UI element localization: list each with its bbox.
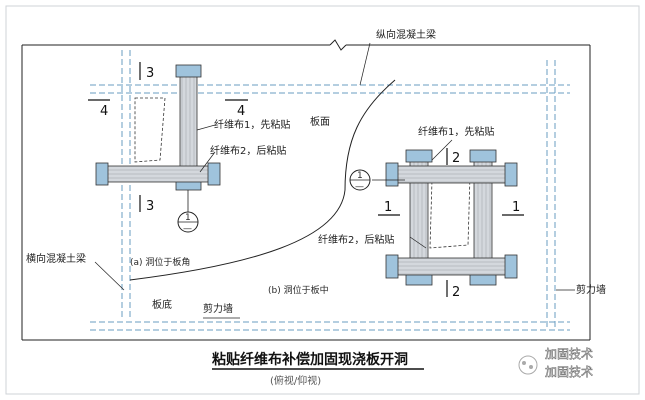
fiber-strip-b-horizontal-top [385, 162, 518, 187]
slab-outline [21, 39, 591, 341]
drawing-subtitle: (俯视/仰视) [270, 374, 321, 387]
detail-b-top: 1 [357, 171, 363, 181]
leader-transverse [94, 261, 125, 291]
longitudinal-beam [90, 84, 570, 94]
image-frame [5, 5, 640, 395]
watermark-line1: 加固技术 [545, 347, 593, 361]
fiber1-label-b: 纤维布1，先粘贴 [418, 125, 494, 138]
divider-curve [129, 79, 396, 281]
shear-wall-left-label: 剪力墙 [203, 302, 233, 315]
detail-a-top: 1 [185, 213, 191, 223]
transverse-beam-label: 横向混凝土梁 [26, 252, 86, 265]
section-4-left-label: 4 [100, 104, 108, 119]
detail-marker-a [177, 190, 199, 233]
slab-bottom-label: 板底 [152, 298, 172, 311]
case-a-label: (a) 洞位于板角 [130, 256, 190, 268]
shear-wall-bottom [90, 321, 570, 331]
hole-a-outline [134, 97, 166, 163]
section-2-bottom-label: 2 [452, 285, 460, 300]
drawing-title: 粘贴纤维布补偿加固现浇板开洞 [212, 351, 408, 368]
hole-b-outline [429, 174, 471, 249]
fiber-strip-a-horizontal [95, 162, 221, 186]
fiber2-label-a: 纤维布2，后粘贴 [210, 144, 286, 157]
section-4-right-label: 4 [237, 104, 245, 119]
fiber-strip-b-horizontal-bottom [385, 254, 518, 279]
detail-a-bottom: — [183, 224, 192, 234]
leaders-b [409, 139, 453, 249]
watermark-logo [518, 355, 538, 375]
case-b-label: (b) 洞位于板中 [268, 284, 329, 296]
watermark-line2: 加固技术 [545, 365, 593, 379]
right-beam [546, 60, 556, 330]
longitudinal-beam-label: 纵向混凝土梁 [376, 28, 436, 41]
section-3-top-label: 3 [146, 66, 154, 81]
detail-b-bottom: — [355, 182, 364, 192]
transverse-beam [121, 50, 131, 320]
section-1-right-label: 1 [512, 200, 520, 215]
fiber-strip-b-vertical-right [469, 149, 497, 286]
leader-longitudinal [359, 42, 371, 86]
slab-top-label: 板面 [310, 115, 330, 128]
fiber2-label-b: 纤维布2，后粘贴 [318, 233, 394, 246]
detail-marker-b [349, 169, 405, 191]
section-2-top-label: 2 [452, 151, 460, 166]
section-1-left-label: 1 [384, 200, 392, 215]
shear-wall-right-label: 剪力墙 [576, 283, 606, 296]
fiber1-label-a: 纤维布1，先粘贴 [214, 118, 290, 131]
leaders-a [196, 124, 216, 173]
section-3-bottom-label: 3 [146, 199, 154, 214]
